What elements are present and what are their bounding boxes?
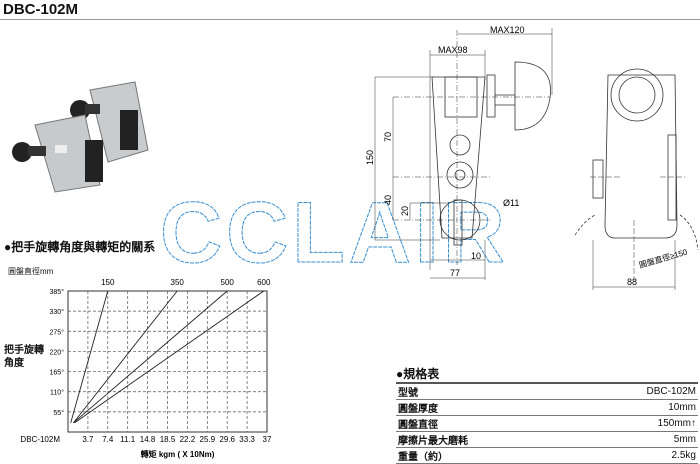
dim-70: 70 bbox=[383, 132, 393, 142]
dim-disc-diameter: 圓盤直徑≥150 bbox=[638, 246, 689, 269]
spec-key: 型號 bbox=[396, 382, 572, 400]
series-label: 350 bbox=[171, 278, 185, 287]
brake-unit-front bbox=[12, 114, 103, 193]
page-title: DBC-102M bbox=[3, 1, 79, 18]
spec-title: ●規格表 bbox=[396, 367, 440, 381]
spec-value: 10mm bbox=[571, 399, 698, 416]
watermark-text: CCLAIR bbox=[160, 190, 509, 270]
x-origin-label: DBC-102M bbox=[20, 435, 60, 444]
series-line-150 bbox=[70, 290, 109, 423]
y-axis-label: 把手旋轉角度 bbox=[4, 345, 44, 369]
y-tick-label: 110° bbox=[50, 389, 64, 397]
x-tick-label: 29.6 bbox=[219, 435, 235, 444]
series-line-600 bbox=[74, 290, 265, 424]
series-label: 600 bbox=[257, 278, 271, 287]
spec-value: 150mm↑ bbox=[571, 415, 698, 432]
series-label: 500 bbox=[221, 278, 235, 287]
x-tick-label: 14.8 bbox=[140, 435, 156, 444]
spec-value: 5mm bbox=[571, 431, 698, 448]
x-tick-label: 3.7 bbox=[82, 435, 94, 444]
brake-unit-back bbox=[70, 81, 149, 163]
dim-max98: MAX98 bbox=[438, 45, 468, 55]
y-tick-label: 165° bbox=[50, 369, 65, 377]
spec-key: 圓盤直徑 bbox=[396, 415, 572, 432]
dim-40: 40 bbox=[383, 195, 393, 205]
diameter-label: 圓盤直徑mm bbox=[8, 267, 54, 276]
x-axis-label: 轉矩 kgm ( X 10Nm) bbox=[141, 449, 215, 459]
dim-150: 150 bbox=[365, 150, 375, 165]
x-tick-label: 37 bbox=[263, 435, 272, 444]
series-line-500 bbox=[73, 290, 228, 424]
y-tick-label: 220° bbox=[50, 348, 65, 356]
spec-row: 重量（約）2.5kg bbox=[396, 447, 698, 464]
dim-88: 88 bbox=[627, 277, 637, 287]
x-tick-label: 25.9 bbox=[200, 435, 216, 444]
spec-key: 重量（約） bbox=[396, 447, 572, 464]
y-tick-label: 275° bbox=[50, 328, 65, 336]
technical-drawing: MAX120 MAX98 150 70 40 20 Ø11 10 77 88 圓… bbox=[365, 25, 699, 290]
x-tick-label: 33.3 bbox=[239, 435, 255, 444]
spec-value: DBC-102M bbox=[571, 382, 698, 400]
x-tick-label: 22.2 bbox=[180, 435, 196, 444]
spec-key: 圓盤厚度 bbox=[396, 399, 572, 416]
series-line-350 bbox=[73, 290, 178, 424]
chart-title: ●把手旋轉角度與轉矩的關系 bbox=[4, 240, 156, 254]
product-photo bbox=[12, 81, 149, 193]
dim-20: 20 bbox=[400, 206, 410, 216]
dim-10: 10 bbox=[471, 251, 481, 261]
x-tick-label: 7.4 bbox=[102, 435, 114, 444]
divider bbox=[0, 19, 700, 20]
front-view-body bbox=[604, 74, 678, 239]
y-tick-label: 385° bbox=[50, 288, 65, 296]
x-tick-label: 18.5 bbox=[160, 435, 176, 444]
dim-max120: MAX120 bbox=[490, 25, 525, 35]
series-label: 150 bbox=[101, 278, 115, 287]
spec-value: 2.5kg bbox=[571, 447, 698, 464]
x-tick-label: 11.1 bbox=[120, 435, 136, 444]
y-tick-label: 55° bbox=[53, 409, 64, 417]
spec-key: 摩擦片最大磨耗 bbox=[396, 431, 572, 448]
watermark-logo: CCLAIR bbox=[160, 190, 509, 270]
dim-hole: Ø11 bbox=[503, 198, 519, 208]
dim-77: 77 bbox=[450, 268, 460, 278]
y-tick-label: 330° bbox=[50, 308, 65, 316]
